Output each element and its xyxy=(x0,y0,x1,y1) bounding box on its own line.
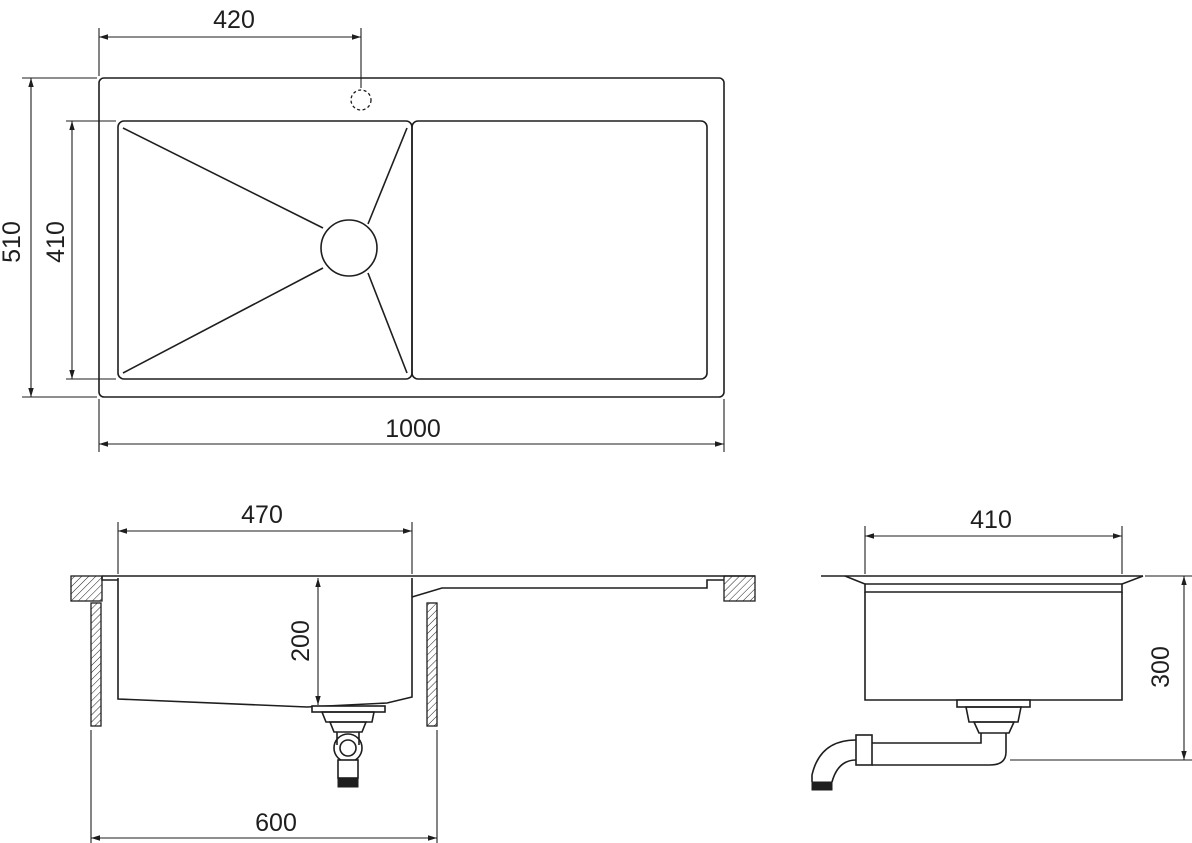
dim-front-cabinet-width: 600 xyxy=(90,730,438,843)
dim-front-bowl-width-label: 470 xyxy=(241,501,283,529)
drain-strainer xyxy=(311,705,386,788)
dim-total-length: 1000 xyxy=(98,399,725,452)
bowl-outline xyxy=(117,120,413,380)
side-bowl-profile xyxy=(864,592,1123,701)
dim-side-bowl-width-label: 410 xyxy=(970,506,1012,534)
countertop-right xyxy=(723,575,756,602)
side-drain-thread xyxy=(811,781,833,791)
dim-faucet-offset-label: 420 xyxy=(213,6,255,34)
sink-profile xyxy=(101,575,755,598)
bowl-profile xyxy=(117,578,413,708)
dim-total-length-label: 1000 xyxy=(385,415,441,443)
dim-total-depth: 510 xyxy=(0,77,97,398)
dim-side-bowl-width: 410 xyxy=(864,506,1123,574)
front-view: 470 200 600 xyxy=(70,501,756,843)
drain-thread xyxy=(337,777,359,788)
drain-hole xyxy=(320,219,378,277)
cabinet-wall-right xyxy=(426,602,438,727)
top-view: 420 510 410 1000 xyxy=(0,6,725,452)
cabinet-wall-left xyxy=(90,602,102,727)
dim-front-bowl-height: 200 xyxy=(287,578,321,705)
dim-front-cabinet-width-label: 600 xyxy=(255,809,297,837)
side-view: 410 300 xyxy=(811,506,1192,791)
dim-front-bowl-height-label: 200 xyxy=(287,620,315,662)
dim-side-total-height: 300 xyxy=(1010,575,1192,761)
dim-side-total-height-label: 300 xyxy=(1147,646,1175,688)
bowl-slope-lines xyxy=(122,127,408,374)
dim-bowl-depth-label: 410 xyxy=(42,221,70,263)
side-drain-assembly xyxy=(811,699,1031,791)
dim-total-depth-label: 510 xyxy=(0,221,26,263)
sink-outline xyxy=(98,77,725,398)
dim-faucet-offset: 420 xyxy=(98,6,362,88)
faucet-hole-icon xyxy=(350,89,372,111)
drainboard-outline xyxy=(411,120,708,380)
side-flange xyxy=(844,575,1144,593)
countertop-left xyxy=(70,575,103,602)
dim-front-bowl-width: 470 xyxy=(117,501,413,574)
dim-bowl-depth: 410 xyxy=(42,120,116,380)
